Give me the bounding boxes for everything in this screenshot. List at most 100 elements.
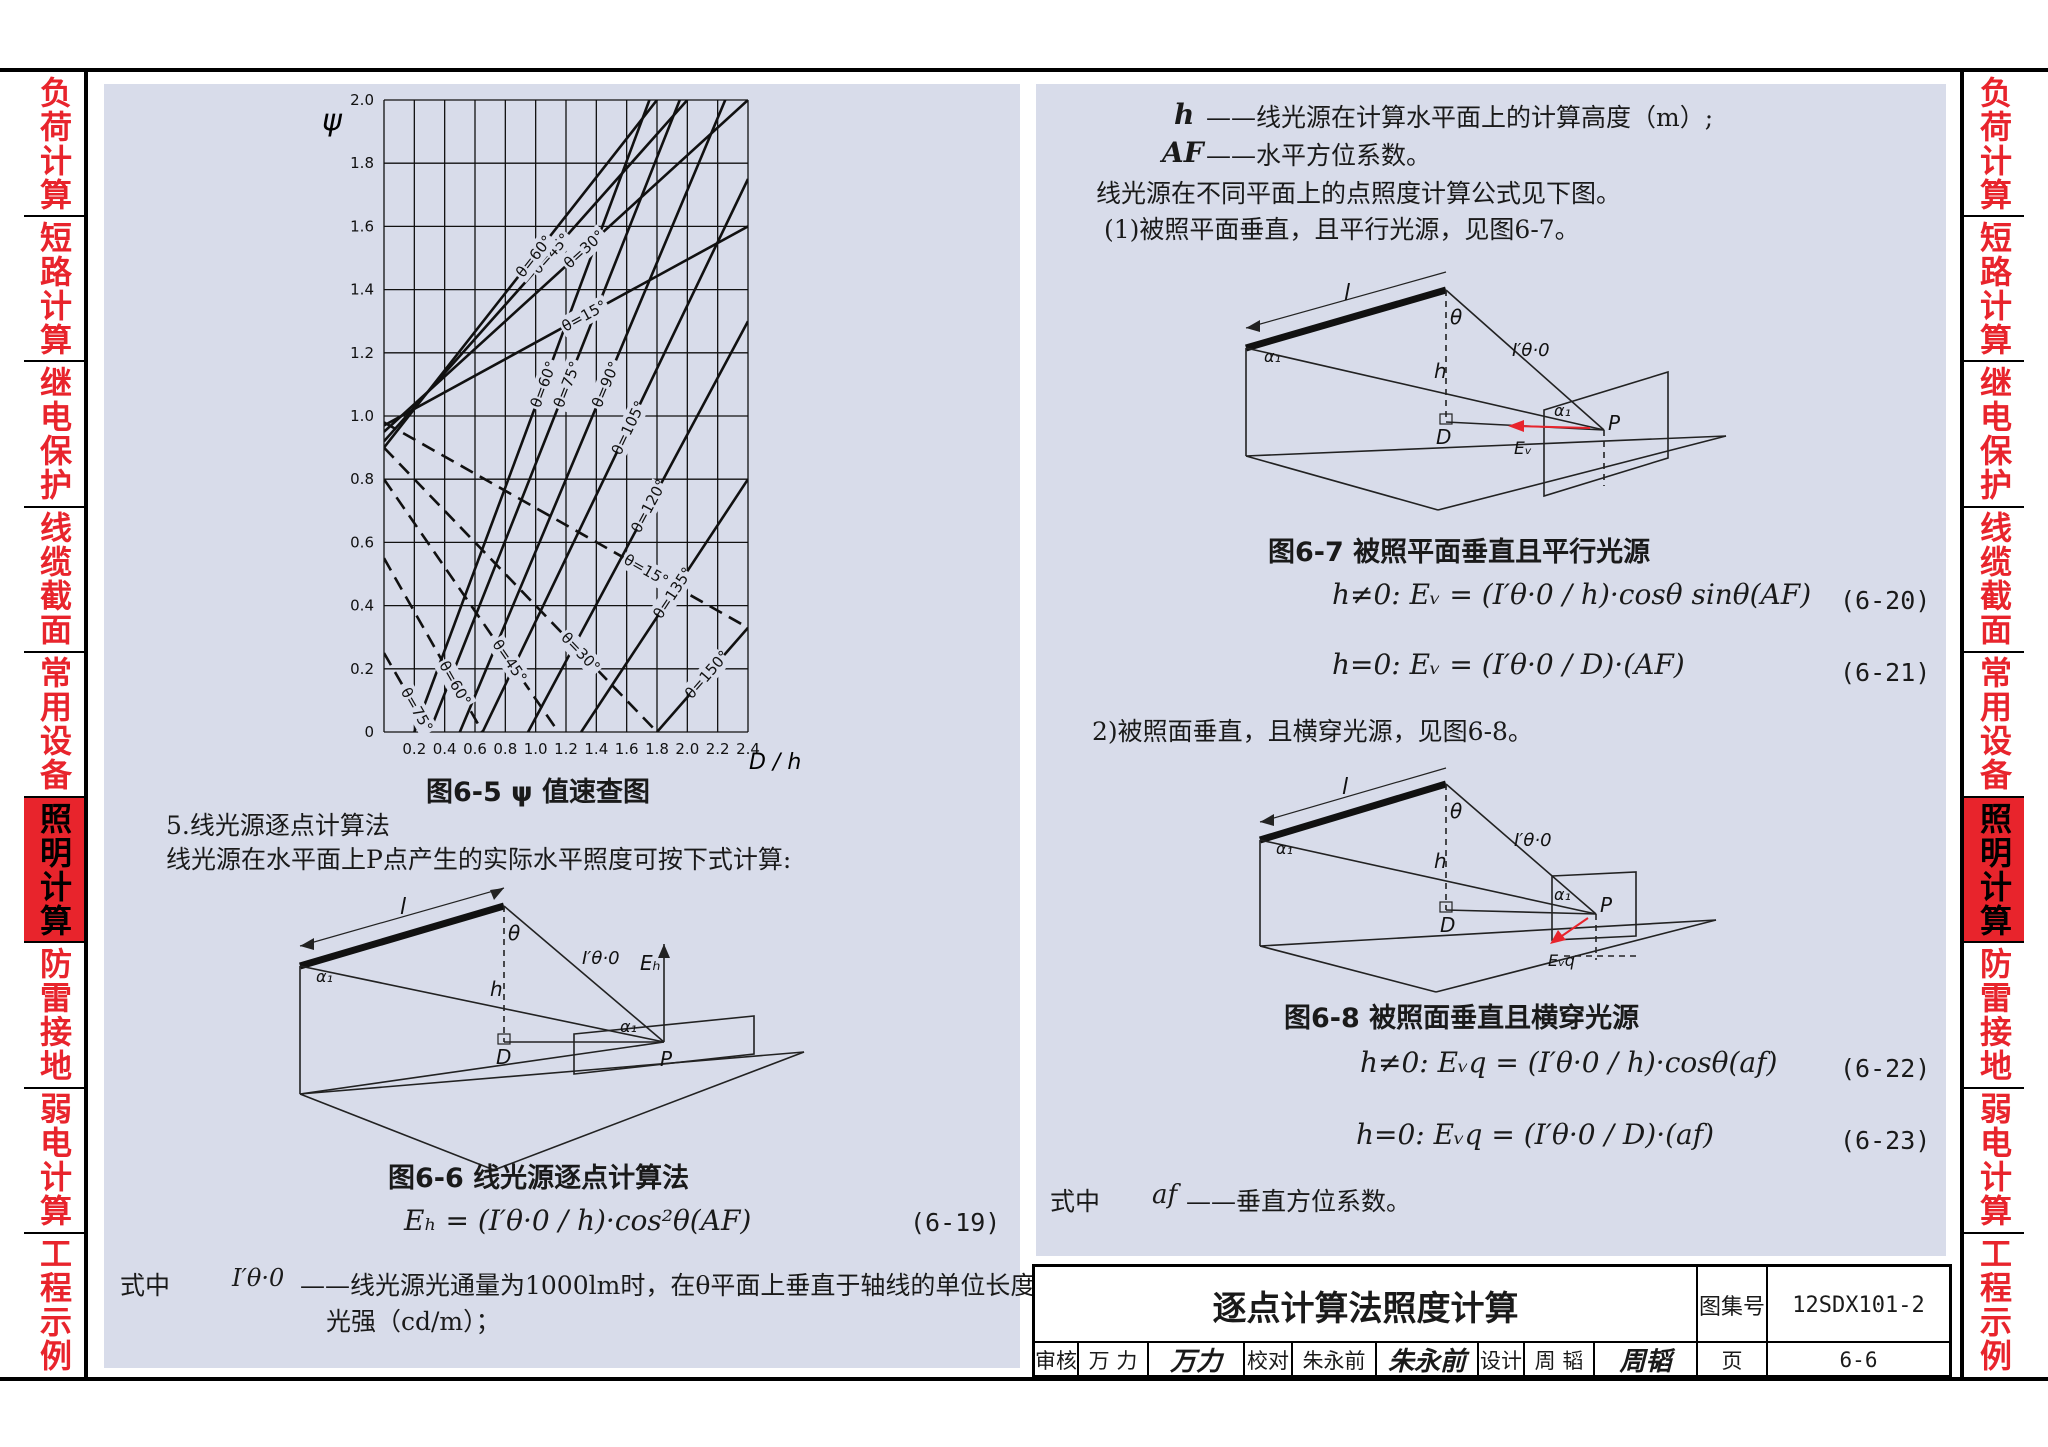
series-label-bg <box>486 634 533 689</box>
side-tab-weak-current[interactable]: 弱电计算 <box>24 1089 84 1234</box>
y-tick-label: 0.4 <box>350 597 374 615</box>
side-tab-load[interactable]: 负荷计算 <box>1964 72 2024 218</box>
equation-6-21: h=0: Eᵥ = (I′θ·0 / D)·(AF) <box>1332 648 1685 681</box>
y-tick-label: 1.4 <box>350 281 374 299</box>
x-tick-label: 1.2 <box>554 740 578 758</box>
def-h-text: ——线光源在计算水平面上的计算高度（m）; <box>1206 103 1714 132</box>
side-tab-lightning[interactable]: 防雷接地 <box>24 943 84 1089</box>
series-line-solid <box>413 100 651 732</box>
series-line-solid <box>428 100 681 732</box>
equation-6-23-number: (6-23) <box>1840 1126 1931 1155</box>
x-tick-label: 1.0 <box>524 740 548 758</box>
review-signature: 万力 <box>1149 1343 1245 1377</box>
x-tick-label: 2.4 <box>736 740 760 758</box>
x-tick-label: 1.8 <box>645 740 669 758</box>
equation-6-20-number: (6-20) <box>1840 586 1931 615</box>
check-signature: 朱永前 <box>1377 1343 1479 1377</box>
where-symbol: I′θ·0 <box>232 1264 285 1292</box>
light-source-bar <box>299 902 505 970</box>
series-label-bg <box>608 400 649 456</box>
light-source-bar <box>1245 286 1447 352</box>
label-P: P <box>1600 893 1613 917</box>
side-tab-relay[interactable]: 继电保护 <box>1964 362 2024 508</box>
equation-6-21-number: (6-21) <box>1840 658 1931 687</box>
series-label-bg <box>558 224 611 275</box>
def-h-symbol: h <box>1174 98 1195 131</box>
design-name: 周 韬 <box>1525 1343 1595 1376</box>
where-label: 式中 <box>120 1271 171 1300</box>
label-alpha-p: α₁ <box>1554 885 1571 904</box>
light-source-bar <box>1258 780 1448 844</box>
series-label: θ=75° <box>397 684 437 735</box>
title-block-row-main: 逐点计算法照度计算 图集号 12SDX101-2 <box>1035 1267 1949 1343</box>
side-tab-equipment[interactable]: 常用设备 <box>24 653 84 799</box>
page-value: 6-6 <box>1839 1347 1878 1372</box>
frame-right-inner <box>1960 68 1964 1381</box>
side-tab-relay[interactable]: 继电保护 <box>24 362 84 508</box>
side-tab-examples[interactable]: 工程示例 <box>35 1237 73 1374</box>
y-tick-label: 1.2 <box>350 344 374 362</box>
equation-6-19-number: (6-19) <box>910 1208 1001 1237</box>
label-P: P <box>1608 411 1621 435</box>
label-D: D <box>496 1045 511 1069</box>
side-tab-short-circuit[interactable]: 短路计算 <box>24 217 84 363</box>
def-af-text: ——水平方位系数。 <box>1206 141 1432 170</box>
check-name: 朱永前 <box>1293 1343 1377 1376</box>
y-tick-label: 0.8 <box>350 470 374 488</box>
series-label-bg <box>556 294 612 338</box>
label-I: I′θ·0 <box>1512 340 1550 361</box>
side-tab-examples[interactable]: 工程示例 <box>1975 1237 2013 1374</box>
side-tab-lightning[interactable]: 防雷接地 <box>1964 943 2024 1089</box>
label-Eh: Eₕ <box>640 951 661 975</box>
side-tab-load[interactable]: 负荷计算 <box>24 72 84 218</box>
side-tab-weak-current[interactable]: 弱电计算 <box>1964 1089 2024 1234</box>
y-tick-label: 1.0 <box>350 407 374 425</box>
equation-6-20: h≠0: Eᵥ = (I′θ·0 / h)·cosθ sinθ(AF) <box>1332 578 1812 611</box>
side-tab-cable[interactable]: 线缆截面 <box>1964 508 2024 653</box>
label-h: h <box>490 977 503 1001</box>
review-label: 审核 <box>1035 1343 1079 1376</box>
where-symbol: af <box>1152 1180 1178 1210</box>
title-block-row-signatures: 审核 万 力 万力 校对 朱永前 朱永前 设计 周 韬 周韬 页 6-6 <box>1035 1343 1949 1377</box>
y-tick-label: 0.2 <box>350 660 374 678</box>
series-line-solid <box>458 100 727 732</box>
equation-6-23: h=0: Eᵥq = (I′θ·0 / D)·(af) <box>1356 1118 1715 1151</box>
y-tick-label: 0.6 <box>350 533 374 551</box>
series-label-bg <box>618 548 674 592</box>
series-label-bg <box>433 655 477 711</box>
side-tab-lighting[interactable]: 照明计算 <box>24 798 84 944</box>
label-theta: θ <box>1450 799 1462 823</box>
review-name: 万 力 <box>1079 1343 1149 1376</box>
label-alpha: α₁ <box>1264 347 1281 366</box>
series-label-bg <box>682 648 732 701</box>
x-tick-label: 1.4 <box>584 740 608 758</box>
label-h: h <box>1434 849 1447 873</box>
frame-bottom <box>0 1377 2048 1381</box>
label-alpha: α₁ <box>316 967 333 986</box>
series-label-bg <box>395 682 439 738</box>
def-af-symbol: AF <box>1162 136 1204 169</box>
x-tick-label: 0.4 <box>433 740 457 758</box>
series-label: θ=150° <box>681 647 733 702</box>
section-title: 5.线光源逐点计算法 <box>166 811 390 840</box>
label-theta: θ <box>508 921 520 945</box>
label-h: h <box>1434 359 1447 383</box>
label-alpha-p: α₁ <box>1554 401 1571 420</box>
label-l: l <box>1342 775 1348 800</box>
label-theta: θ <box>1450 305 1462 329</box>
side-tab-lighting[interactable]: 照明计算 <box>1964 798 2024 944</box>
side-tab-short-circuit[interactable]: 短路计算 <box>1964 217 2024 363</box>
side-tab-cable[interactable]: 线缆截面 <box>24 508 84 653</box>
label-P: P <box>660 1047 673 1071</box>
side-tab-equipment[interactable]: 常用设备 <box>1964 653 2024 799</box>
series-label-bg <box>510 229 559 284</box>
case-2-text: 2)被照面垂直，且横穿光源，见图6-8。 <box>1092 717 1533 746</box>
psi-chart: θ=15°θ=30°θ=45°θ=60°θ=60°θ=75°θ=90°θ=105… <box>322 91 801 775</box>
y-tick-label: 0 <box>364 723 374 741</box>
x-tick-label: 2.0 <box>675 740 699 758</box>
series-label-bg <box>525 356 563 413</box>
check-label: 校对 <box>1245 1343 1293 1376</box>
frame-top <box>0 68 2048 72</box>
fig68-diagram: l θ h I′θ·0 α₁ α₁ D P Eᵥq <box>1258 767 1717 993</box>
